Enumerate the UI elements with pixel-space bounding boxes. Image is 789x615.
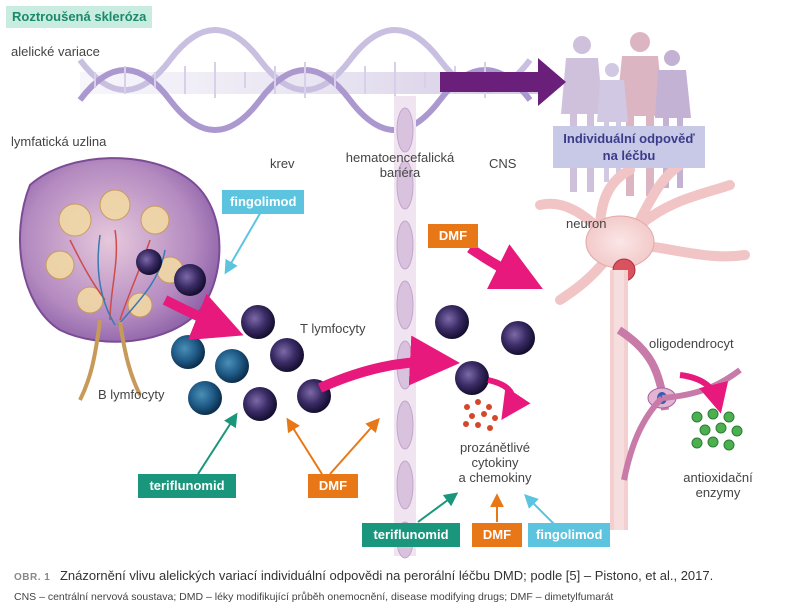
neuron-cell <box>535 160 750 530</box>
fingolimod-tag-top: fingolimod <box>222 190 304 214</box>
antioxidant-label: antioxidační enzymy <box>668 470 768 500</box>
neuron-label: neuron <box>566 216 607 231</box>
cytokine-dots <box>463 399 498 431</box>
fingolimod-tag-bottom: fingolimod <box>528 523 610 547</box>
b-cells-label: B lymfocyty <box>98 387 165 402</box>
illustration <box>19 27 750 559</box>
cns-label: CNS <box>489 156 517 171</box>
cytokines-line2: cytokiny <box>471 455 519 470</box>
allelic-variation-label: alelické variace <box>11 44 100 59</box>
lymph-node-label: lymfatická uzlina <box>11 134 107 149</box>
disease-title: Roztroušená skleróza <box>6 6 153 28</box>
drug-arrows <box>197 209 555 525</box>
cytokines-line3: a chemokiny <box>458 470 532 485</box>
cytokines-label: prozánětlivé cytokiny a chemokiny <box>435 440 555 485</box>
cytokines-line1: prozánětlivé <box>459 440 531 455</box>
enzyme-dots <box>691 408 743 451</box>
oligodendrocyte-label: oligodendrocyt <box>649 336 734 351</box>
dmf-tag-top: DMF <box>428 224 478 248</box>
antioxidant-line2: enzymy <box>695 485 741 500</box>
individual-response-box: Individuální odpověď na léčbu <box>553 126 705 168</box>
blood-brain-barrier <box>394 96 416 559</box>
dmf-tag-bottom: DMF <box>472 523 522 547</box>
teriflunomid-tag-left: teriflunomid <box>138 474 236 498</box>
response-arrow <box>440 58 566 106</box>
response-line2: na léčbu <box>602 148 656 163</box>
lymph-node <box>19 157 221 401</box>
t-lymphocytes <box>136 249 535 421</box>
figure-caption: OBR. 1 Znázornění vlivu alelických varia… <box>14 568 713 583</box>
bbb-label-line2: bariéra <box>379 165 421 180</box>
bbb-label-line1: hematoencefalická <box>345 150 455 165</box>
teriflunomid-tag-bottom: teriflunomid <box>362 523 460 547</box>
response-line1: Individuální odpověď <box>563 131 695 146</box>
blood-label: krev <box>270 156 295 171</box>
caption-footnote: CNS – centrální nervová soustava; DMD – … <box>14 591 614 603</box>
caption-text: Znázornění vlivu alelických variací indi… <box>59 568 714 583</box>
migration-arrows <box>162 243 729 420</box>
antioxidant-line1: antioxidační <box>683 470 753 485</box>
b-lymphocytes <box>171 335 249 415</box>
dmf-tag-mid: DMF <box>308 474 358 498</box>
caption-label: OBR. 1 <box>14 572 51 583</box>
bbb-label: hematoencefalická bariéra <box>340 150 460 180</box>
t-cells-label: T lymfocyty <box>300 321 366 336</box>
